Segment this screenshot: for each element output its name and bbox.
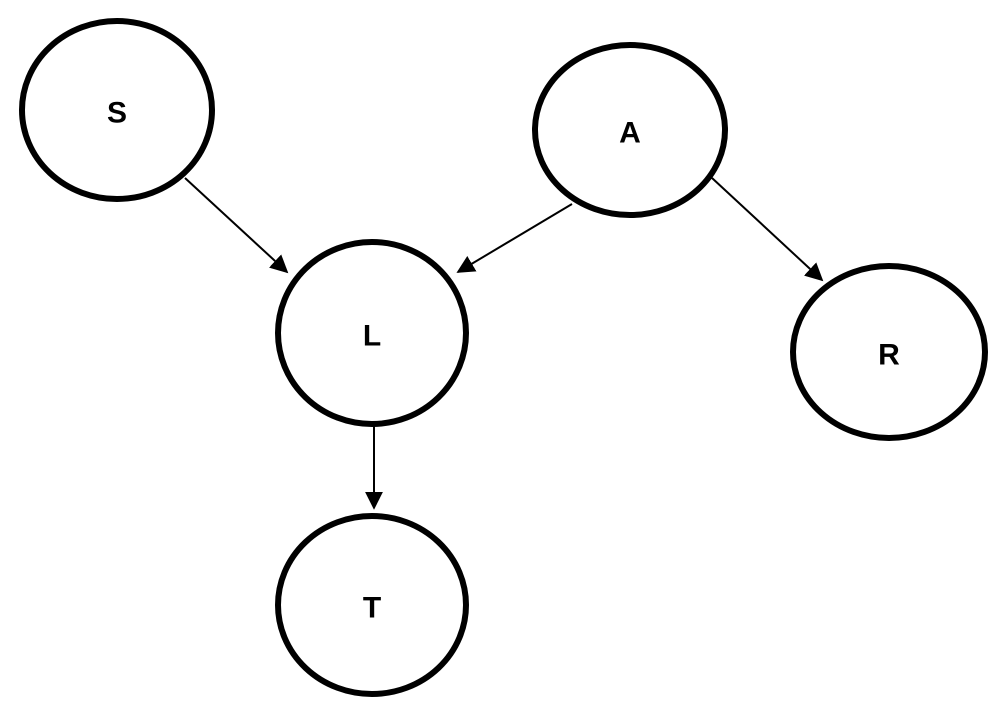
node-t-label: T bbox=[363, 592, 381, 625]
edge-a-to-r bbox=[711, 177, 824, 282]
node-a: A bbox=[532, 42, 728, 218]
node-r: R bbox=[790, 263, 988, 441]
node-l: L bbox=[275, 239, 469, 427]
node-t: T bbox=[275, 513, 469, 697]
node-l-label: L bbox=[363, 320, 381, 353]
node-a-label: A bbox=[619, 117, 641, 150]
edge-a-to-l bbox=[456, 203, 573, 273]
node-r-label: R bbox=[878, 339, 900, 372]
edge-s-to-l bbox=[184, 177, 289, 274]
node-s-label: S bbox=[107, 97, 127, 130]
node-s: S bbox=[19, 18, 215, 202]
